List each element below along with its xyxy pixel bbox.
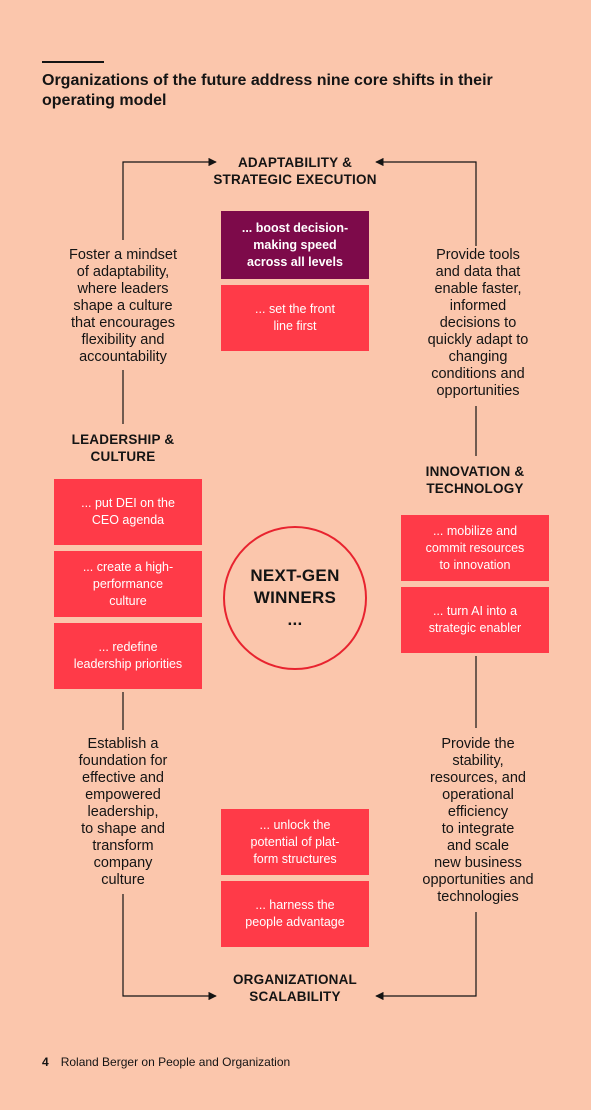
heading-innovation: INNOVATION &TECHNOLOGY [425,464,525,496]
connector-top-right [375,157,477,246]
center-label-line: WINNERS [253,588,337,607]
page-number: 4 [42,1055,49,1069]
heading-leadership: LEADERSHIP &CULTURE [71,432,175,464]
connector-bottom-left [122,894,217,1001]
footer-text: Roland Berger on People and Organization [60,1055,291,1069]
connector-top-left [122,157,217,240]
page-footer: 4 Roland Berger on People and Organizatio… [42,1055,290,1069]
heading-adaptability: ADAPTABILITY &STRATEGIC EXECUTION [213,155,377,187]
page-title: Organizations of the future address nine… [42,72,493,109]
center-label-line: ... [287,610,303,629]
center-circle: NEXT-GEN WINNERS ... [223,526,367,670]
center-label-line: NEXT-GEN [250,566,340,585]
connector-bottom-right [375,912,477,1001]
title-rule [42,61,104,63]
